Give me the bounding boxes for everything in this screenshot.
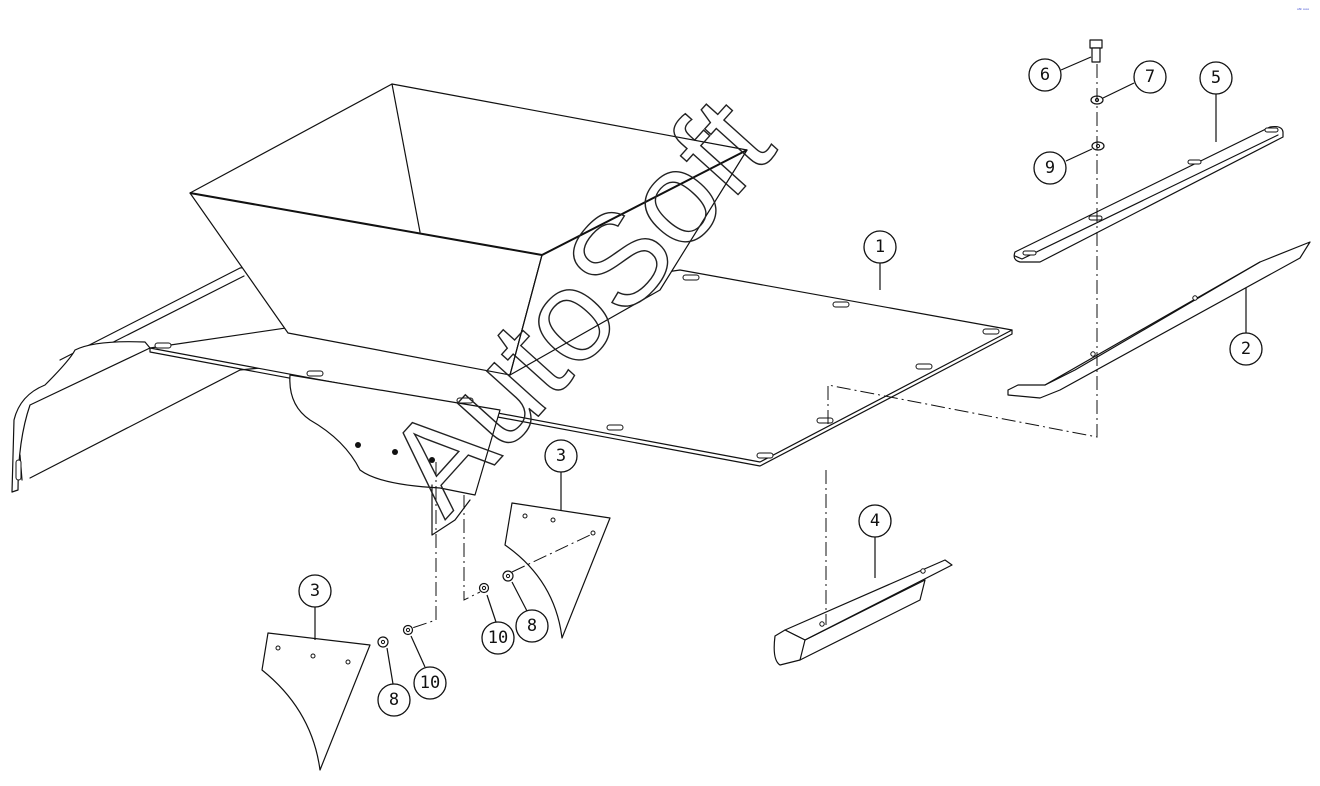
callout-2: 2 [1229,288,1263,366]
svg-text:9: 9 [1045,158,1055,178]
svg-text:10: 10 [420,673,440,693]
scraper-blade-left [261,632,371,771]
callout-3-left: 3 [298,574,332,640]
svg-text:6: 6 [1040,65,1050,85]
callout-6: 6 [1028,56,1092,92]
callout-5: 5 [1199,61,1233,142]
callout-8-left: 8 [377,647,411,717]
angle-bracket [773,559,953,666]
callout-10-left: 10 [410,635,447,700]
svg-text:3: 3 [310,581,320,601]
svg-text:8: 8 [389,690,399,710]
svg-text:8: 8 [527,616,537,636]
callout-1: 1 [863,230,897,290]
callout-10-right: 10 [481,594,515,655]
callout-8-right: 8 [511,581,549,643]
callout-3-right: 3 [544,439,578,510]
scraper-blade-right [504,502,611,639]
hopper [189,83,748,376]
corner-mark: ᵒᴺ ᵒᵒᵒ [1297,8,1309,14]
bolt [1089,39,1103,63]
lower-housing [289,374,501,536]
svg-text:5: 5 [1211,68,1221,88]
side-rail [1007,241,1311,399]
svg-text:1: 1 [875,237,885,257]
callout-4: 4 [858,504,892,578]
svg-text:7: 7 [1145,67,1155,87]
callout-9: 9 [1033,148,1093,185]
svg-text:2: 2 [1241,339,1251,359]
side-frame [11,261,291,493]
svg-text:4: 4 [870,511,880,531]
svg-text:10: 10 [488,628,508,648]
clamp-strip [1013,125,1284,263]
callout-7: 7 [1102,60,1167,99]
plate-slots [154,274,1000,459]
assembly-centerlines [411,64,1098,629]
svg-text:3: 3 [556,446,566,466]
